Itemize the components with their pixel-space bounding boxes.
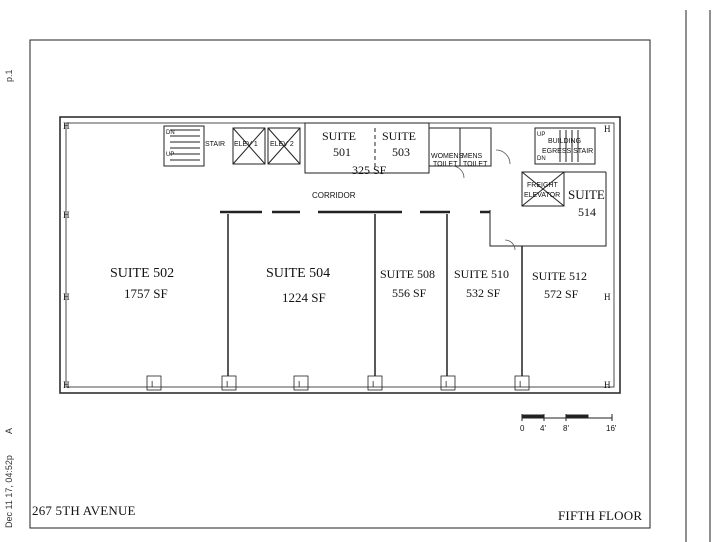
mens-label: MENS	[462, 153, 483, 160]
suite-510-area: 532 SF	[466, 286, 501, 300]
stair-label: STAIR	[205, 141, 225, 148]
suite-504-area: 1224 SF	[282, 290, 326, 305]
svg-text:I: I	[519, 380, 521, 389]
scale-bar	[521, 414, 613, 421]
suite-512-label: SUITE 512	[532, 269, 587, 283]
stair-up-label: UP	[166, 152, 174, 158]
womens-label: WOMENS	[431, 153, 464, 160]
egress-up-label: UP	[537, 132, 545, 138]
svg-text:H: H	[604, 292, 611, 302]
heater-marks: H H H H H H H	[63, 121, 611, 390]
suite-501-number: 501	[333, 145, 351, 159]
bottom-columns	[146, 375, 530, 391]
suite-504-label: SUITE 504	[266, 266, 330, 281]
svg-text:I: I	[298, 380, 300, 389]
suite-512-area: 572 SF	[544, 287, 579, 301]
svg-text:H: H	[604, 380, 611, 390]
suite-508-label: SUITE 508	[380, 267, 435, 281]
elev1-label: ELEV 1	[234, 141, 258, 148]
womens-toilet-label: TOILET	[433, 161, 458, 168]
door-swings	[451, 149, 516, 251]
page-frame	[29, 39, 651, 529]
suite-501-503-area: 325 SF	[352, 163, 387, 177]
suite-514-label: SUITE	[568, 187, 605, 202]
scale-tick-8: 8'	[563, 424, 569, 433]
corridor-label: CORRIDOR	[312, 191, 356, 200]
freight-label: FREIGHT	[527, 182, 558, 189]
suite-partitions	[227, 214, 523, 376]
stair-dn-label: DN	[166, 130, 175, 136]
scale-tick-16: 16'	[606, 424, 617, 433]
svg-text:I: I	[226, 380, 228, 389]
svg-text:H: H	[63, 292, 70, 302]
mens-toilet-label: TOILET	[463, 161, 488, 168]
freight-elevator-label: ELEVATOR	[524, 192, 560, 199]
svg-text:I: I	[445, 380, 447, 389]
building-stair-label: BUILDING	[548, 138, 581, 145]
floor-name: FIFTH FLOOR	[558, 508, 643, 523]
svg-text:H: H	[63, 380, 70, 390]
suite-508-area: 556 SF	[392, 286, 427, 300]
suite-510-label: SUITE 510	[454, 267, 509, 281]
suite-502-label: SUITE 502	[110, 266, 174, 281]
svg-text:I: I	[372, 380, 374, 389]
elev2-label: ELEV 2	[270, 141, 294, 148]
egress-dn-label: DN	[537, 156, 546, 162]
suite-514-number: 514	[578, 205, 596, 219]
suite-502-area: 1757 SF	[124, 286, 168, 301]
bottom-column-labels: I I I I I I	[151, 380, 521, 389]
suite-503-label: SUITE	[382, 129, 416, 143]
suite-501-label: SUITE	[322, 129, 356, 143]
building-core	[163, 122, 607, 247]
egress-stair-label: EGRESS STAIR	[542, 148, 593, 155]
svg-text:H: H	[604, 124, 611, 134]
suite-503-number: 503	[392, 145, 410, 159]
svg-text:H: H	[63, 121, 70, 131]
svg-text:I: I	[151, 380, 153, 389]
scale-tick-4: 4'	[540, 424, 546, 433]
building-address: 267 5TH AVENUE	[32, 503, 136, 518]
scale-tick-0: 0	[520, 424, 525, 433]
svg-text:H: H	[63, 210, 70, 220]
